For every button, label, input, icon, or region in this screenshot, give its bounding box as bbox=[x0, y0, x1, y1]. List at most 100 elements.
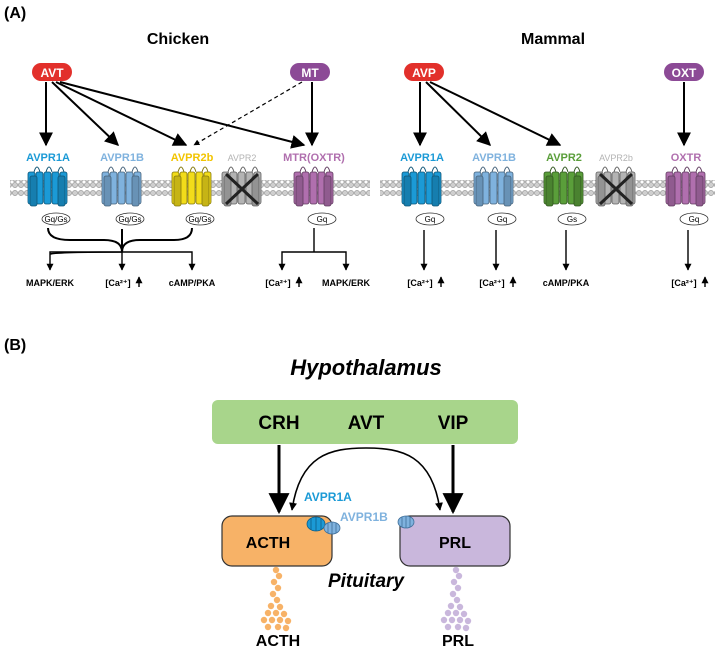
panel-b-label: (B) bbox=[4, 337, 26, 354]
secretion-dot bbox=[450, 578, 458, 586]
acth-secretion-dots bbox=[260, 566, 292, 632]
chicken-ligand-arrows bbox=[39, 81, 319, 149]
g-protein-chicken-2 bbox=[185, 212, 215, 226]
secretion-dot bbox=[268, 616, 276, 624]
avpr1a-receptor-icon bbox=[306, 516, 326, 532]
avpr1b-receptor-icon-acth bbox=[323, 521, 341, 535]
secretion-dot bbox=[460, 610, 468, 618]
chicken-mtr-output-mapk: MAPK/ERK bbox=[322, 278, 371, 288]
chicken-mtr-gprotein: Gq bbox=[317, 215, 328, 224]
mammal-avpr1b-gprotein: Gq bbox=[497, 215, 508, 224]
mt-ligand: MT bbox=[290, 63, 330, 81]
chicken-avpr2-label: AVPR2 bbox=[228, 153, 257, 163]
secretion-dot bbox=[464, 617, 472, 625]
secretion-dot bbox=[276, 603, 284, 611]
panel-b-arrows bbox=[268, 445, 464, 515]
g-protein-chicken-0 bbox=[41, 212, 71, 226]
g-protein-mammal-0 bbox=[415, 212, 445, 226]
secretion-dot bbox=[449, 590, 457, 598]
secretion-dot bbox=[448, 616, 456, 624]
secretion-dot bbox=[454, 584, 462, 592]
secretion-dot bbox=[274, 584, 282, 592]
acth-cell-label: ACTH bbox=[246, 535, 290, 552]
receptor-mammal-3 bbox=[595, 166, 636, 207]
secretion-dot bbox=[270, 578, 278, 586]
secretion-dot bbox=[452, 566, 460, 574]
secretion-dot bbox=[453, 596, 461, 604]
secretion-dot bbox=[444, 609, 452, 617]
chicken-avpr1a-label: AVPR1A bbox=[26, 152, 70, 164]
secretion-dot bbox=[280, 610, 288, 618]
g-protein-chicken-4 bbox=[307, 212, 337, 226]
panel-a-label: (A) bbox=[4, 5, 26, 22]
avpr1b-receptor-icon-prl bbox=[397, 515, 415, 529]
receptor-chicken-1 bbox=[101, 166, 145, 226]
receptor-chicken-4 bbox=[293, 166, 337, 226]
receptor-chicken-0 bbox=[27, 166, 71, 226]
prl-cell-label: PRL bbox=[439, 535, 471, 552]
chicken-mtr-output-ca: [Ca²⁺] bbox=[265, 278, 290, 288]
avp-ligand-label: AVP bbox=[412, 66, 436, 80]
secretion-dot bbox=[275, 572, 283, 580]
mammal-avpr1a-gprotein: Gq bbox=[425, 215, 436, 224]
mammal-signaling-arrows bbox=[420, 230, 692, 271]
secretion-dot bbox=[264, 623, 272, 631]
g-protein-mammal-4 bbox=[679, 212, 709, 226]
chicken-avpr2b-label: AVPR2b bbox=[171, 152, 214, 164]
secretion-dot bbox=[272, 566, 280, 574]
prl-secretion-dots bbox=[440, 566, 472, 632]
g-protein-chicken-1 bbox=[115, 212, 145, 226]
receptor-chicken-2 bbox=[171, 166, 215, 226]
chicken-receptors bbox=[27, 166, 337, 226]
secretion-dot bbox=[267, 602, 275, 610]
chicken-output-ca: [Ca²⁺] bbox=[105, 278, 130, 288]
mammal-output-camp: cAMP/PKA bbox=[543, 278, 590, 288]
avt-ligand: AVT bbox=[32, 63, 72, 81]
chicken-avpr2b-gprotein: Gq/Gs bbox=[188, 215, 211, 224]
secretion-dot bbox=[440, 616, 448, 624]
vip-label: VIP bbox=[438, 413, 469, 434]
secretion-dot bbox=[274, 623, 282, 631]
receptor-mammal-2 bbox=[543, 166, 587, 226]
secretion-dot bbox=[273, 596, 281, 604]
acth-cell bbox=[221, 515, 333, 567]
mammal-receptors bbox=[401, 166, 709, 226]
secretion-dot bbox=[462, 624, 470, 632]
mammal-avpr1b-label: AVPR1B bbox=[472, 152, 516, 164]
secretion-dot bbox=[272, 609, 280, 617]
mammal-outputs: [Ca²⁺] [Ca²⁺] cAMP/PKA [Ca²⁺] bbox=[407, 276, 709, 288]
prl-cell bbox=[399, 515, 511, 567]
mammal-avpr2-label: AVPR2 bbox=[546, 152, 582, 164]
mammal-output-ca-2: [Ca²⁺] bbox=[479, 278, 504, 288]
secretion-dot bbox=[260, 616, 268, 624]
chicken-outputs: MAPK/ERK [Ca²⁺] cAMP/PKA [Ca²⁺] MAPK/ERK bbox=[26, 276, 371, 288]
mammal-avpr2-gprotein: Gs bbox=[567, 215, 577, 224]
secretion-dot bbox=[447, 602, 455, 610]
mammal-avpr2b-label: AVPR2b bbox=[599, 153, 633, 163]
mammal-output-ca-3: [Ca²⁺] bbox=[671, 278, 696, 288]
g-protein-mammal-2 bbox=[557, 212, 587, 226]
prl-secreted-label: PRL bbox=[442, 633, 474, 650]
secretion-dot bbox=[452, 609, 460, 617]
oxt-ligand: OXT bbox=[664, 63, 704, 81]
crh-label: CRH bbox=[258, 413, 299, 434]
receptor-mammal-1 bbox=[473, 166, 517, 226]
secretion-dot bbox=[284, 617, 292, 625]
receptor-mammal-0 bbox=[401, 166, 445, 226]
chicken-signaling-brace bbox=[46, 227, 350, 271]
hypothalamus-box bbox=[212, 400, 518, 444]
receptor-mammal-4 bbox=[665, 166, 709, 226]
mammal-oxtr-label: OXTR bbox=[671, 152, 702, 164]
avp-ligand: AVP bbox=[404, 63, 444, 81]
oxt-ligand-label: OXT bbox=[672, 66, 697, 80]
chicken-output-camp: cAMP/PKA bbox=[169, 278, 216, 288]
secretion-dot bbox=[456, 603, 464, 611]
secretion-dot bbox=[269, 590, 277, 598]
avt-ligand-label: AVT bbox=[40, 66, 64, 80]
mt-ligand-label: MT bbox=[301, 66, 319, 80]
acth-secreted-label: ACTH bbox=[256, 633, 300, 650]
secretion-dot bbox=[455, 572, 463, 580]
chicken-avpr1b-label: AVPR1B bbox=[100, 152, 144, 164]
chicken-avpr1a-gprotein: Gq/Gs bbox=[44, 215, 67, 224]
mammal-title: Mammal bbox=[521, 31, 585, 48]
